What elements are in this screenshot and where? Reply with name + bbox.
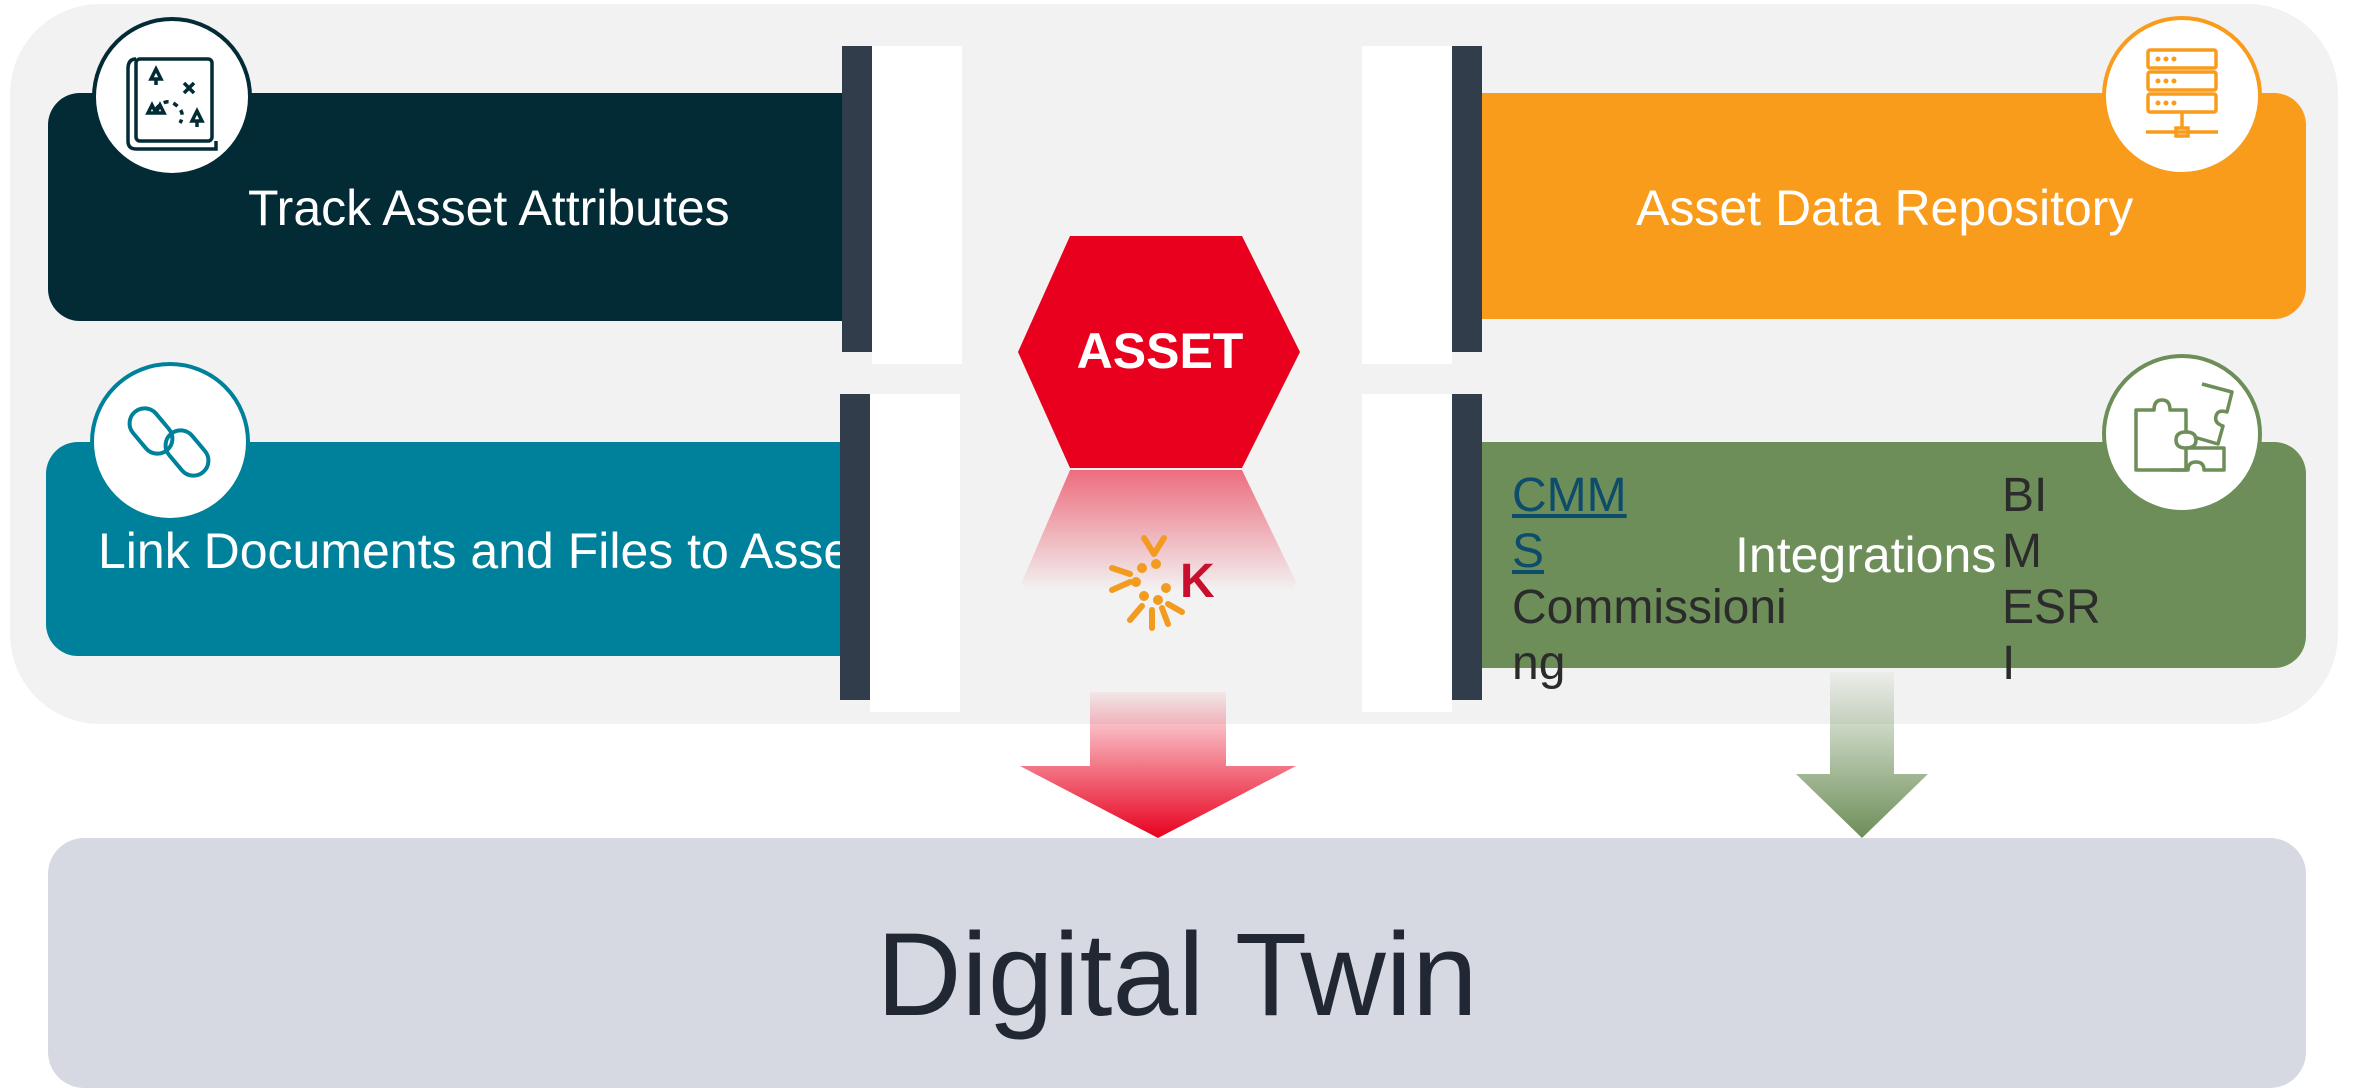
esri-item-cont: I — [2002, 637, 2016, 690]
chain-link-icon — [90, 362, 250, 522]
right-divider-top — [1452, 46, 1482, 352]
track-asset-attributes-title: Track Asset Attributes — [248, 180, 730, 236]
digital-twin-box — [48, 838, 2306, 1088]
asset-hexagon — [1018, 236, 1300, 468]
link-documents-card: Link Documents and Files to Asse — [46, 442, 926, 656]
right-white-column-bottom — [1362, 394, 1452, 712]
cmms-link[interactable]: CMM — [1512, 469, 1627, 522]
down-arrow-red — [1020, 692, 1296, 838]
asset-badge-label: ASSET — [1076, 323, 1244, 379]
left-white-column-bottom — [870, 394, 960, 712]
down-arrow-green — [1796, 672, 1928, 838]
left-white-column-top — [872, 46, 962, 364]
bim-item-cont: M — [2002, 525, 2042, 578]
digital-twin-title: Digital Twin — [876, 909, 1478, 1041]
kahua-logo-letter: K — [1180, 555, 1215, 608]
link-documents-title: Link Documents and Files to Asse — [98, 523, 852, 579]
left-divider-top — [842, 46, 872, 352]
integrations-title: Integrations — [1735, 527, 1997, 583]
asset-data-repository-title: Asset Data Repository — [1636, 180, 2134, 236]
asset-hexagon-graphic — [1018, 236, 1300, 680]
right-white-column-top — [1362, 46, 1452, 364]
integration-list-left: CMM S Commissioni ng — [1512, 468, 1812, 692]
puzzle-pieces-icon — [2102, 354, 2262, 514]
bim-item: BI — [2002, 469, 2048, 522]
right-divider-bottom — [1452, 394, 1482, 700]
cmms-link-cont[interactable]: S — [1512, 525, 1545, 578]
treasure-map-icon — [92, 17, 252, 177]
left-divider-bottom — [840, 394, 870, 700]
server-rack-icon — [2102, 16, 2262, 176]
commissioning-item-cont: ng — [1512, 637, 1566, 690]
asset-data-repository-card: Asset Data Repository — [1440, 93, 2306, 319]
kahua-logo-icon: K — [1104, 528, 1215, 638]
commissioning-item: Commissioni — [1512, 581, 1787, 634]
esri-item: ESR — [2002, 581, 2101, 634]
asset-hexagon-reflection — [1022, 470, 1296, 680]
integration-list-right: BI M ESR I — [2002, 468, 2122, 692]
